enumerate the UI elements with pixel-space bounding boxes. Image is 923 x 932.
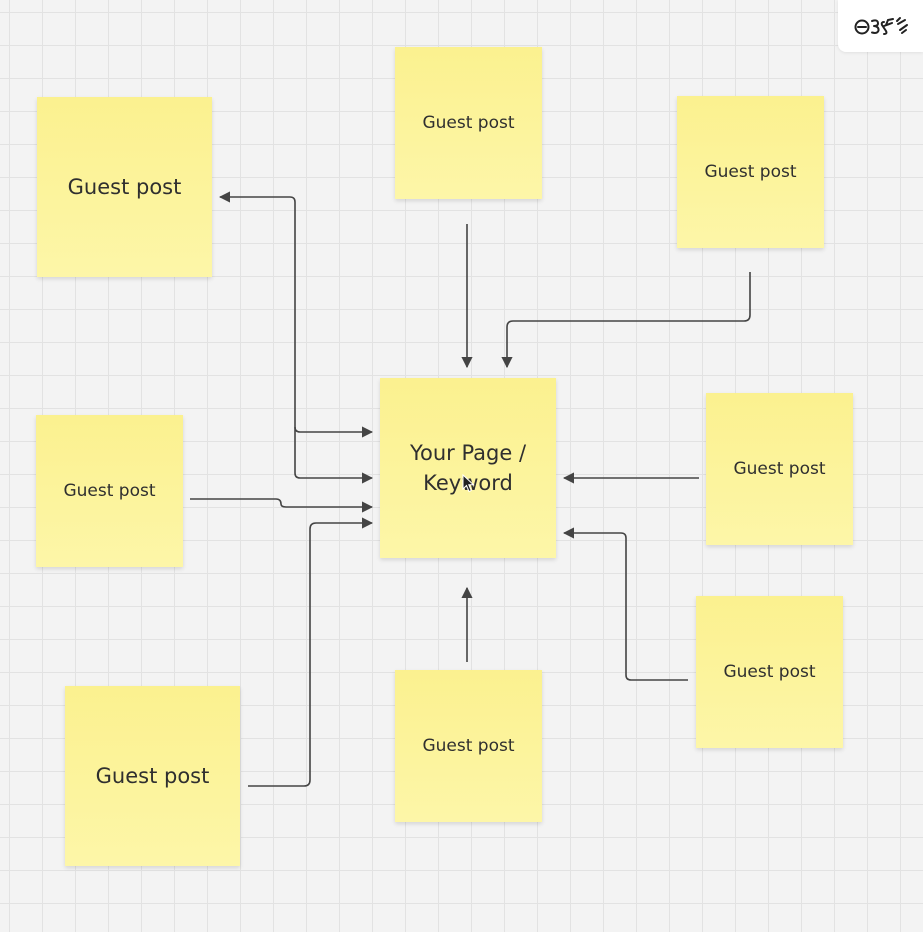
sticky-note-guest-post-middle-right[interactable]: Guest post	[706, 393, 853, 545]
sticky-note-guest-post-top-right[interactable]: Guest post	[677, 96, 824, 248]
sticky-note-label: Guest post	[422, 735, 515, 756]
sticky-note-guest-post-top-left[interactable]: Guest post	[37, 97, 212, 277]
connector-top-left	[218, 191, 374, 438]
sticky-note-label: Guest post	[422, 112, 515, 133]
sticky-note-your-page-keyword[interactable]: Your Page / Keyword	[380, 378, 556, 558]
sticky-note-label: Guest post	[723, 661, 816, 682]
sticky-note-guest-post-bottom-center[interactable]: Guest post	[395, 670, 542, 822]
connector-top-left-lower	[294, 427, 374, 484]
cursor-icon	[462, 474, 475, 493]
sticky-note-label: Guest post	[733, 458, 826, 479]
sticky-note-guest-post-middle-left[interactable]: Guest post	[36, 415, 183, 567]
logo-chip[interactable]	[838, 0, 923, 52]
sticky-note-label: Guest post	[704, 161, 797, 182]
connector-top-right	[501, 272, 751, 369]
sticky-note-guest-post-top-center[interactable]: Guest post	[395, 47, 542, 199]
sticky-note-label: Guest post	[67, 174, 182, 199]
connector-bottom-left	[248, 517, 374, 787]
sticky-note-guest-post-bottom-left[interactable]: Guest post	[65, 686, 240, 866]
connector-middle-left	[190, 498, 374, 513]
sticky-note-label: Guest post	[63, 480, 156, 501]
logo-icon	[854, 17, 908, 35]
connector-lower-right	[562, 527, 688, 681]
sticky-note-guest-post-lower-right[interactable]: Guest post	[696, 596, 843, 748]
sticky-note-label: Guest post	[95, 763, 210, 788]
